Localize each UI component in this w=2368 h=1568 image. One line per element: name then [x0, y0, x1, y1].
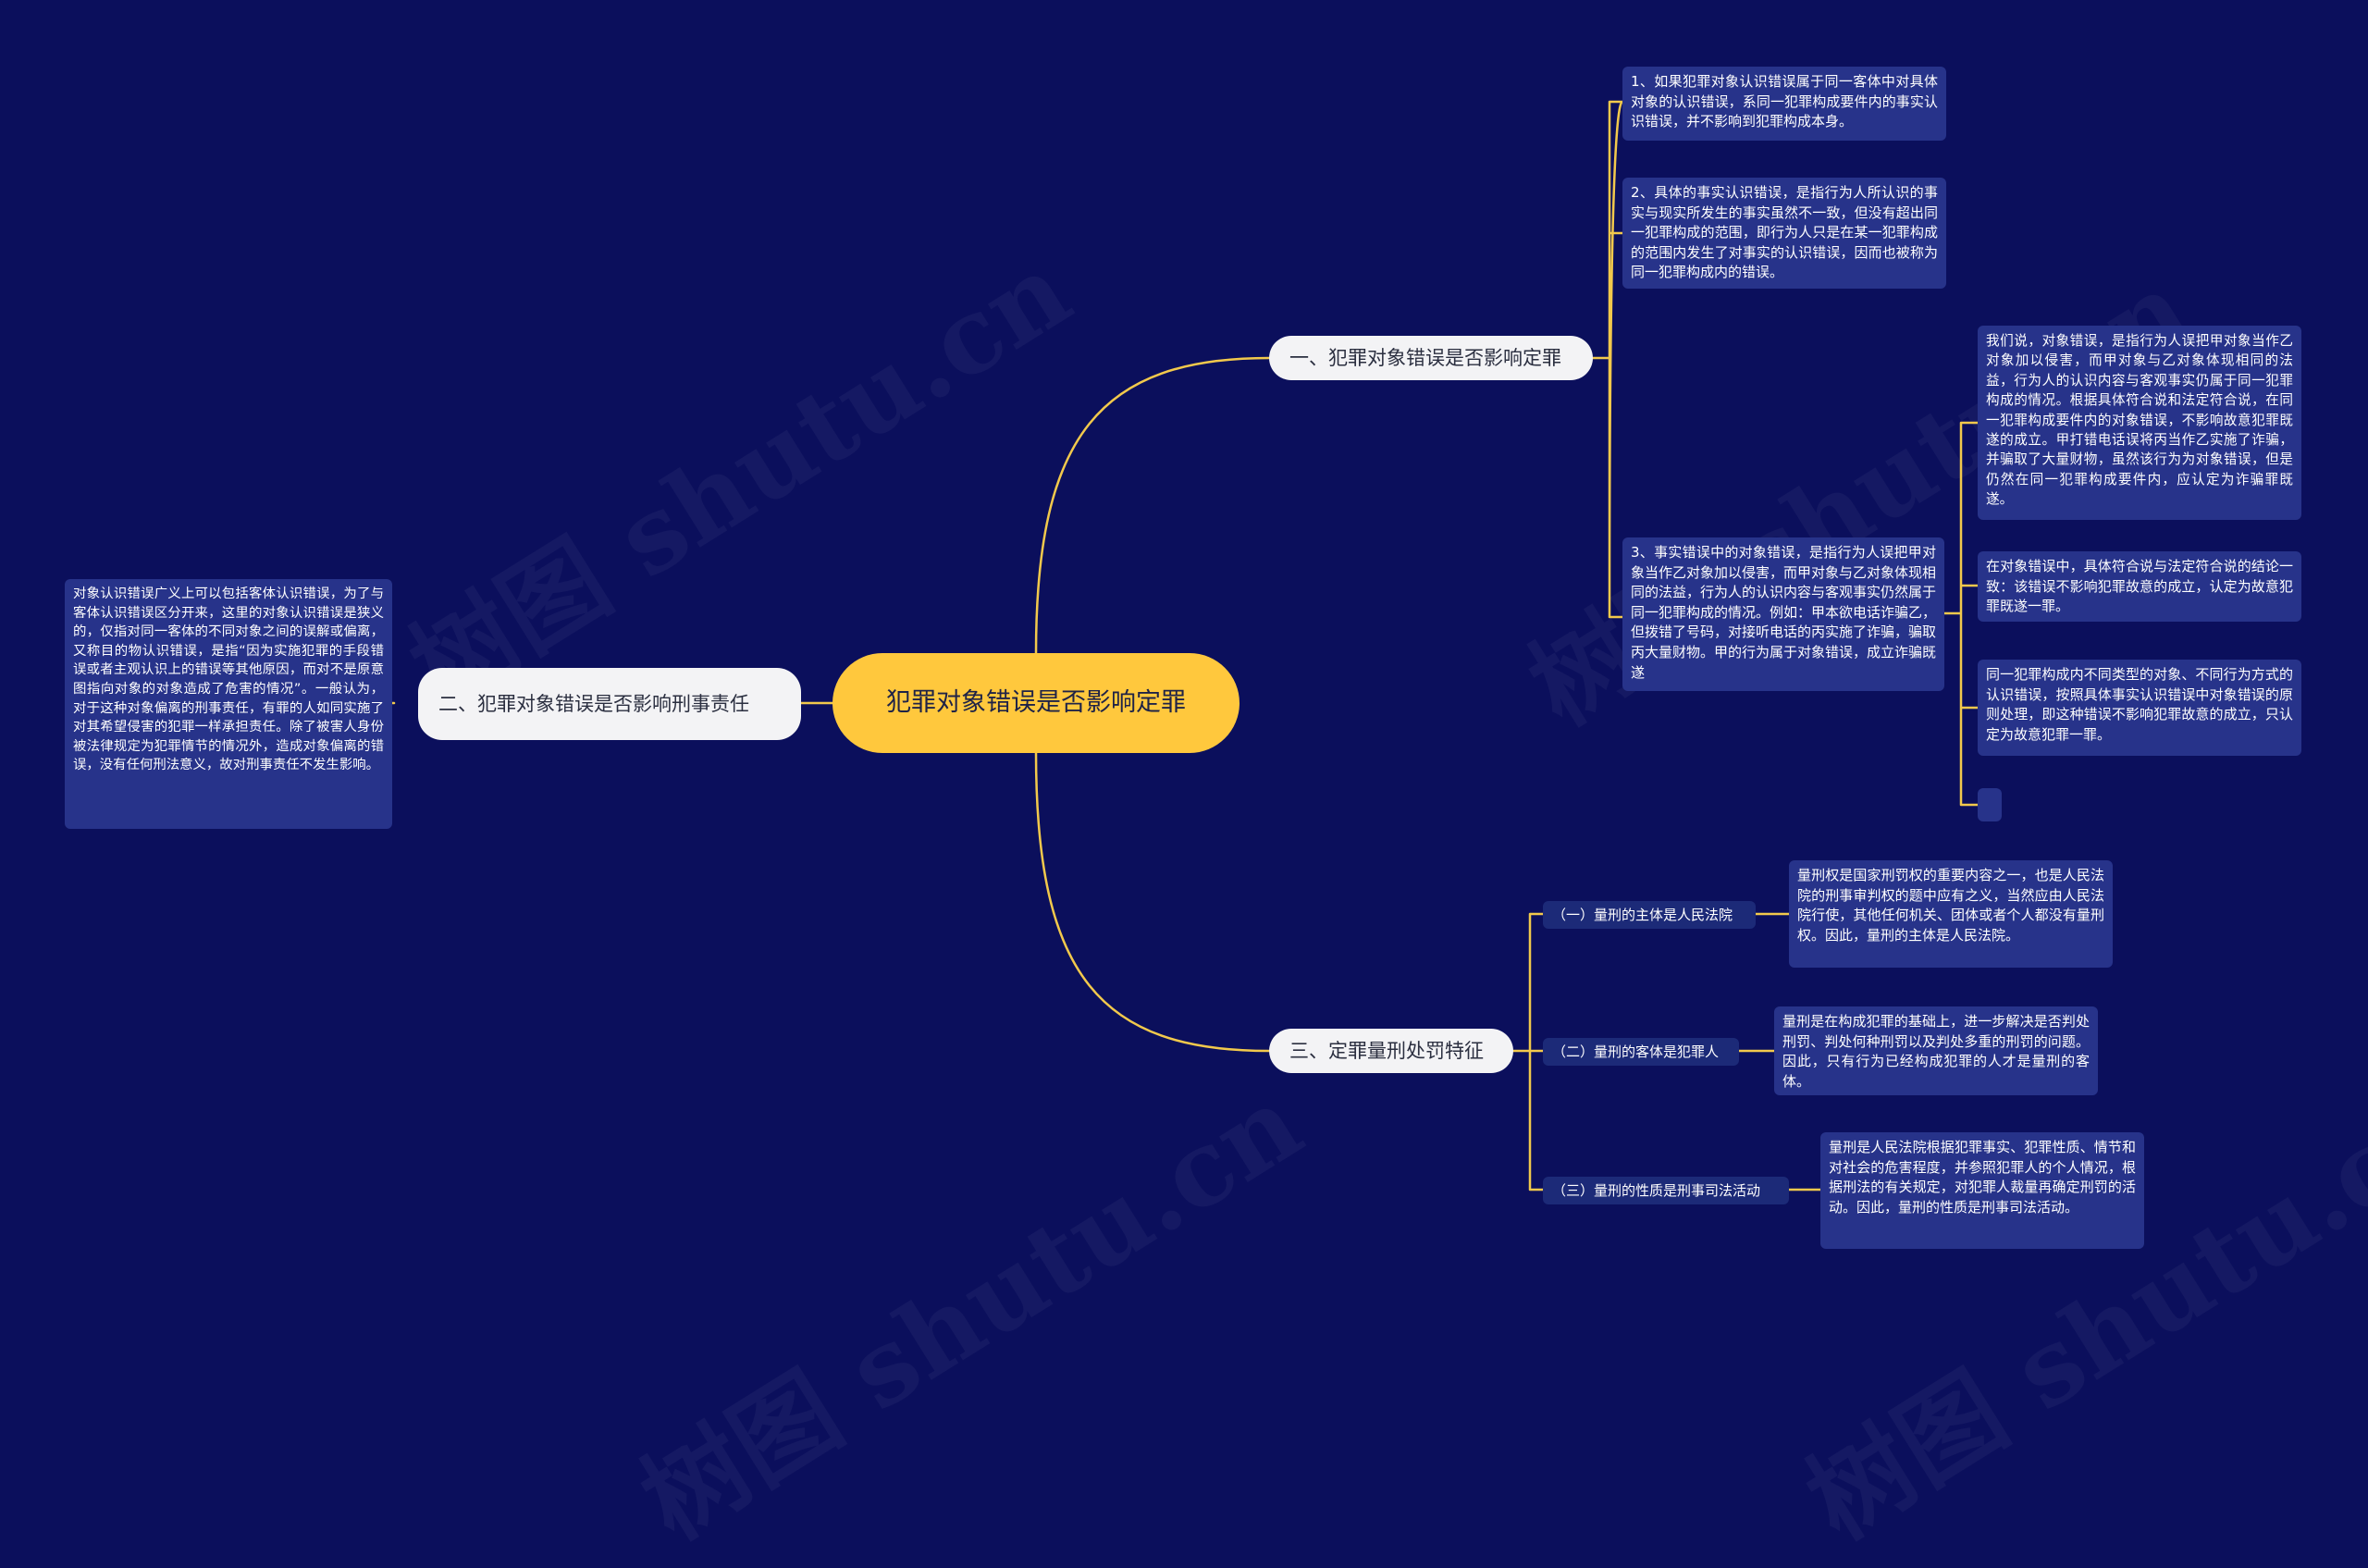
note-sentencing-object: 量刑是在构成犯罪的基础上，进一步解决是否判处刑罚、判处何种刑罚以及判处多重的刑罚…	[1774, 1006, 2098, 1095]
connector-branch1-notes	[1591, 100, 1624, 619]
connector-root-branch3	[1034, 751, 1271, 1053]
branch-criminal-liability[interactable]: 二、犯罪对象错误是否影响刑事责任	[418, 668, 801, 740]
item-sentencing-nature[interactable]: （三）量刑的性质是刑事司法活动	[1543, 1177, 1789, 1204]
note-sentencing-subject: 量刑权是国家刑罚权的重要内容之一，也是人民法院的刑事审判权的题中应有之义，当然应…	[1789, 860, 2113, 968]
subnote-empty	[1978, 788, 2002, 821]
branch-sentencing-features[interactable]: 三、定罪量刑处罚特征	[1269, 1029, 1513, 1073]
subnote-same-constitution: 同一犯罪构成内不同类型的对象、不同行为方式的认识错误，按照具体事实认识错误中对象…	[1978, 660, 2301, 756]
item-sentencing-object[interactable]: （二）量刑的客体是犯罪人	[1543, 1038, 1739, 1066]
root-topic[interactable]: 犯罪对象错误是否影响定罪	[832, 653, 1240, 753]
subnote-object-error-explanation: 我们说，对象错误，是指行为人误把甲对象当作乙对象加以侵害，而甲对象与乙对象体现相…	[1978, 326, 2301, 520]
note-criminal-liability: 对象认识错误广义上可以包括客体认识错误，为了与客体认识错误区分开来，这里的对象认…	[65, 579, 392, 829]
connector-note3-subnotes	[1942, 421, 1980, 807]
note-sentencing-nature: 量刑是人民法院根据犯罪事实、犯罪性质、情节和对社会的危害程度，并参照犯罪人的个人…	[1820, 1132, 2144, 1249]
connector-branch3-items	[1511, 912, 1545, 1191]
note-object-error-3: 3、事实错误中的对象错误，是指行为人误把甲对象当作乙对象加以侵害，而甲对象与乙对…	[1622, 537, 1944, 691]
note-object-error-1: 1、如果犯罪对象认识错误属于同一客体中对具体对象的认识错误，系同一犯罪构成要件内…	[1622, 67, 1946, 141]
subnote-theory-consensus: 在对象错误中，具体符合说与法定符合说的结论一致：该错误不影响犯罪故意的成立，认定…	[1978, 551, 2301, 622]
note-object-error-2: 2、具体的事实认识错误，是指行为人所认识的事实与现实所发生的事实虽然不一致，但没…	[1622, 178, 1946, 289]
item-sentencing-subject[interactable]: （一）量刑的主体是人民法院	[1543, 901, 1756, 929]
mind-map-canvas: 树图 shutu.cn 树图 shutu.cn 树图 shutu.cn 树图 s…	[65, 67, 2368, 1562]
connector-root-branch1	[1034, 356, 1271, 655]
connector-lines	[390, 100, 1980, 1191]
branch-affects-conviction[interactable]: 一、犯罪对象错误是否影响定罪	[1269, 336, 1593, 380]
